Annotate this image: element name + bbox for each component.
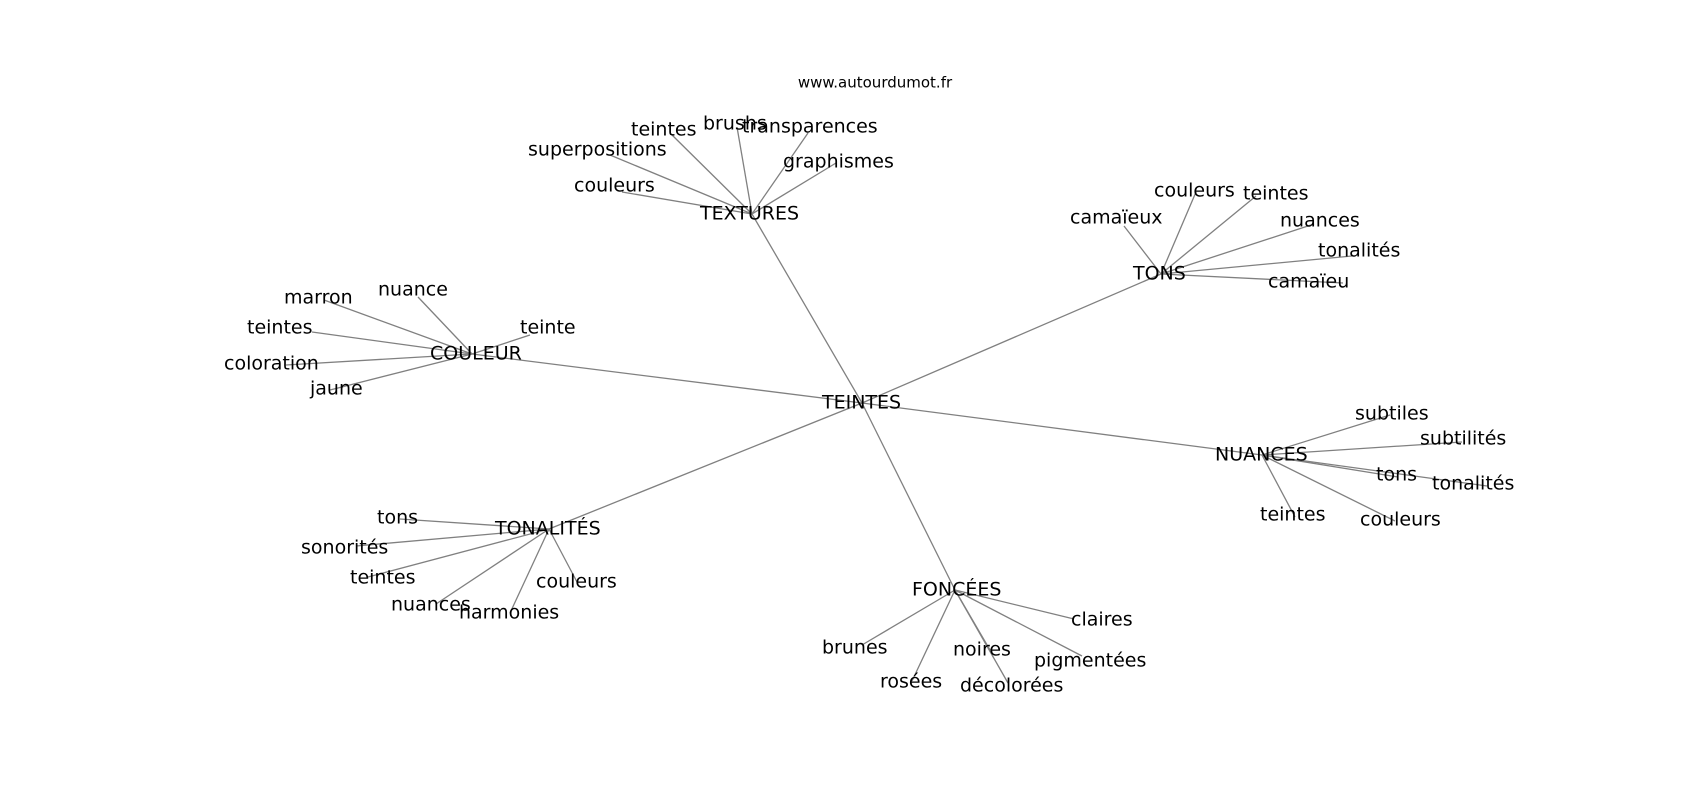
edge-center-2 [471, 353, 863, 404]
word-label[interactable]: graphismes [783, 151, 894, 173]
word-label[interactable]: superpositions [528, 139, 667, 161]
edge-center-1 [861, 273, 1162, 404]
word-label[interactable]: pigmentées [1034, 650, 1146, 672]
edge-5-1 [954, 589, 1083, 657]
word-label[interactable]: subtilités [1420, 428, 1506, 450]
edge-1-1 [1160, 191, 1197, 275]
edge-5-3 [954, 589, 1009, 684]
edge-center-0 [751, 213, 863, 404]
edge-4-4 [509, 528, 550, 614]
word-label[interactable]: nuances [1280, 210, 1360, 232]
edge-3-5 [1261, 454, 1396, 522]
word-label[interactable]: tonalités [1432, 473, 1514, 495]
edge-4-0 [399, 518, 550, 530]
edge-3-4 [1261, 454, 1296, 518]
word-label[interactable]: teintes [247, 317, 313, 339]
edges-layer [285, 126, 1488, 684]
word-label[interactable]: nuances [391, 594, 471, 616]
word-label[interactable]: transparences [742, 116, 878, 138]
word-label[interactable]: couleurs [536, 571, 617, 593]
word-label[interactable]: claires [1071, 609, 1133, 631]
edge-0-4 [751, 132, 809, 215]
edge-2-2 [471, 334, 531, 355]
word-label[interactable]: tons [1376, 464, 1417, 486]
edge-1-3 [1160, 223, 1315, 275]
word-label[interactable]: teinte [520, 317, 576, 339]
edge-2-3 [311, 331, 473, 355]
edge-5-5 [861, 589, 956, 646]
cluster-label[interactable]: COULEUR [430, 343, 522, 365]
edge-1-0 [1123, 225, 1162, 275]
edge-1-4 [1160, 255, 1353, 275]
word-label[interactable]: nuance [378, 279, 448, 301]
edge-2-0 [323, 299, 473, 355]
word-label[interactable]: décolorées [960, 675, 1063, 697]
edge-5-0 [954, 589, 1075, 620]
edge-center-5 [861, 402, 956, 591]
word-label[interactable]: coloration [224, 353, 319, 375]
word-label[interactable]: brunes [822, 637, 888, 659]
cluster-label[interactable]: FONCÉES [912, 578, 1001, 601]
edge-3-0 [1261, 414, 1391, 456]
site-url: www.autourdumot.fr [798, 74, 953, 92]
edge-2-1 [417, 296, 473, 355]
word-label[interactable]: teintes [350, 567, 416, 589]
edge-3-1 [1261, 441, 1463, 456]
edge-center-3 [861, 402, 1263, 456]
edge-0-1 [609, 154, 753, 215]
word-label[interactable]: couleurs [574, 175, 655, 197]
edge-5-4 [911, 589, 956, 682]
nodes-layer: TEINTESTEXTUREScouleurssuperpositionstei… [224, 113, 1514, 697]
edge-4-2 [367, 528, 550, 578]
edge-4-1 [355, 528, 550, 547]
edge-0-3 [736, 126, 753, 215]
edge-4-5 [548, 528, 578, 583]
edge-0-0 [621, 191, 753, 215]
cluster-label[interactable]: NUANCES [1215, 444, 1308, 466]
edge-3-3 [1261, 454, 1488, 487]
word-label[interactable]: camaïeu [1268, 271, 1349, 293]
cluster-label[interactable]: TONS [1132, 263, 1186, 285]
edge-0-2 [669, 132, 753, 215]
word-label[interactable]: couleurs [1360, 509, 1441, 531]
word-label[interactable]: rosées [880, 671, 942, 693]
edge-4-3 [435, 528, 550, 605]
edge-0-5 [751, 162, 837, 215]
word-label[interactable]: brushs [703, 113, 767, 135]
word-label[interactable]: harmonies [459, 602, 559, 624]
word-label[interactable]: jaune [309, 378, 363, 400]
cluster-label[interactable]: TEXTURES [699, 203, 799, 225]
edge-center-4 [548, 402, 863, 530]
word-label[interactable]: couleurs [1154, 180, 1235, 202]
edge-1-5 [1160, 273, 1344, 284]
word-label[interactable]: teintes [631, 119, 697, 141]
edge-2-5 [329, 353, 473, 391]
word-label[interactable]: marron [284, 287, 353, 309]
word-label[interactable]: teintes [1243, 183, 1309, 205]
center-node-label[interactable]: TEINTES [821, 392, 901, 414]
word-label[interactable]: tons [377, 507, 418, 529]
edge-1-2 [1160, 195, 1257, 275]
word-label[interactable]: noires [953, 639, 1011, 661]
edge-2-4 [285, 353, 473, 366]
word-label[interactable]: subtiles [1355, 403, 1429, 425]
cluster-label[interactable]: TONALITÉS [494, 517, 601, 540]
word-label[interactable]: sonorités [301, 537, 388, 559]
word-label[interactable]: teintes [1260, 504, 1326, 526]
word-label[interactable]: tonalités [1318, 240, 1400, 262]
word-label[interactable]: camaïeux [1070, 207, 1163, 229]
